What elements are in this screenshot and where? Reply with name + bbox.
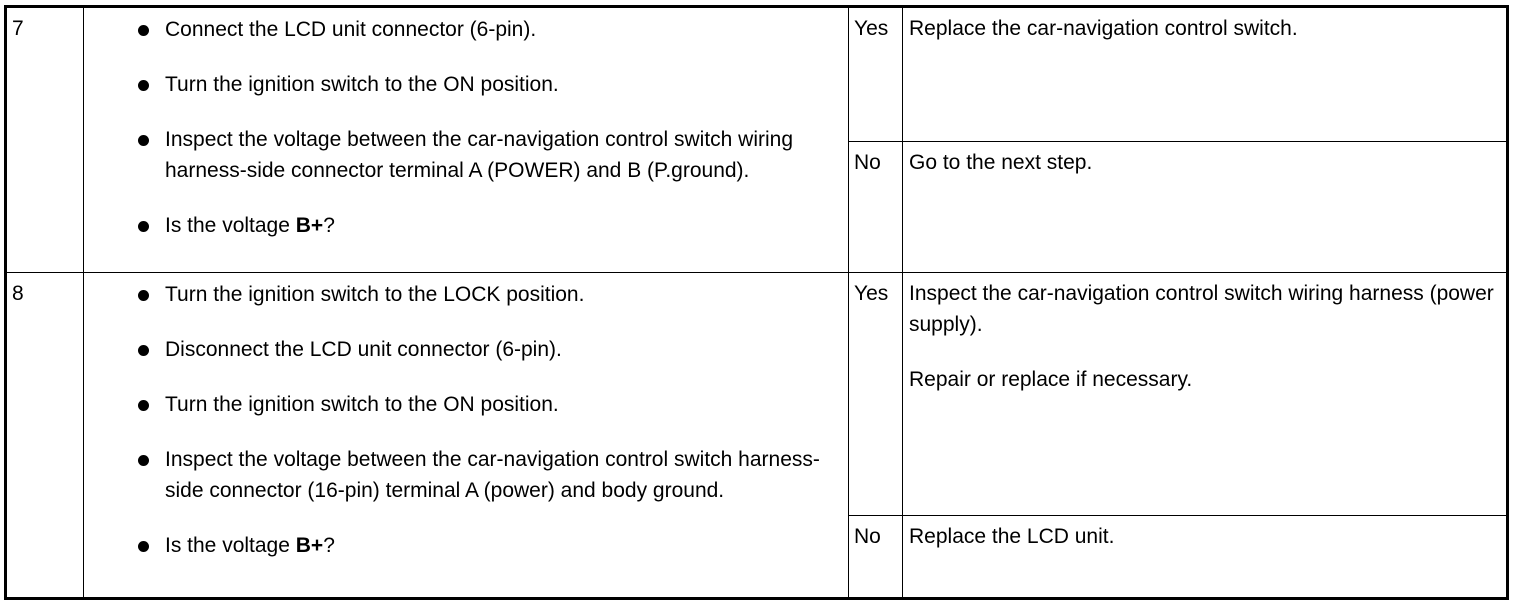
no-label: No	[848, 141, 903, 273]
table-row-step-7: 7 Connect the LCD unit connector (6-pin)…	[5, 6, 1508, 273]
list-item: Inspect the voltage between the car-navi…	[132, 444, 828, 506]
action-text: Replace the car-navigation control switc…	[909, 17, 1298, 40]
table-row-step-8-no: No Replace the LCD unit.	[6, 515, 1508, 599]
list-item: Inspect the voltage between the car-navi…	[132, 124, 828, 186]
action-text: Inspect the car-navigation control switc…	[909, 282, 1494, 336]
action-text: Replace the LCD unit.	[909, 525, 1115, 548]
inspection-steps: Turn the ignition switch to the LOCK pos…	[83, 272, 849, 599]
yes-action: Inspect the car-navigation control switc…	[902, 272, 1508, 516]
yes-action: Replace the car-navigation control switc…	[902, 6, 1508, 142]
step-number: 8	[5, 272, 84, 599]
action-text: Go to the next step.	[909, 151, 1093, 174]
inspection-steps: Connect the LCD unit connector (6-pin). …	[83, 6, 849, 273]
no-action: Replace the LCD unit.	[902, 515, 1508, 599]
yes-label: Yes	[848, 6, 903, 142]
no-action: Go to the next step.	[902, 141, 1508, 273]
no-label: No	[848, 515, 903, 599]
table-row-step-8: 8 Turn the ignition switch to the LOCK p…	[5, 272, 1508, 599]
list-item: Is the voltage B+?	[132, 210, 828, 241]
list-item: Connect the LCD unit connector (6-pin).	[132, 14, 828, 45]
list-item: Turn the ignition switch to the LOCK pos…	[132, 279, 828, 310]
list-item: Disconnect the LCD unit connector (6-pin…	[132, 334, 828, 365]
diagnostic-table: 7 Connect the LCD unit connector (6-pin)…	[4, 5, 1509, 600]
list-item: Is the voltage B+?	[132, 530, 828, 561]
list-item: Turn the ignition switch to the ON posit…	[132, 389, 828, 420]
list-item: Turn the ignition switch to the ON posit…	[132, 69, 828, 100]
step-number: 7	[5, 6, 84, 273]
action-text: Repair or replace if necessary.	[909, 368, 1193, 391]
table-row-step-7-no: No Go to the next step.	[6, 141, 1508, 273]
yes-label: Yes	[848, 272, 903, 516]
